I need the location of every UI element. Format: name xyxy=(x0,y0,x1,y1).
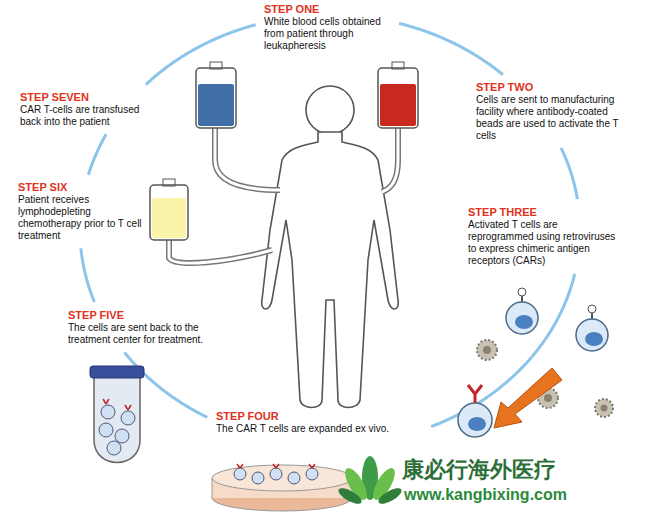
step-heading: STEP ONE xyxy=(264,3,392,16)
step-block: STEP SEVENCAR T-cells are transfused bac… xyxy=(18,90,160,129)
step-block: STEP FOURThe CAR T cells are expanded ex… xyxy=(214,409,426,436)
cycle-arc xyxy=(81,248,95,302)
step-heading: STEP FOUR xyxy=(216,410,424,423)
step-description: Activated T cells are reprogrammed using… xyxy=(468,219,620,266)
step-description: Cells are sent to manufacturing facility… xyxy=(476,94,624,141)
step-block: STEP THREEActivated T cells are reprogra… xyxy=(466,205,622,267)
step-description: Patient receives lymphodepleting chemoth… xyxy=(18,194,142,241)
step-heading: STEP FIVE xyxy=(68,309,214,322)
step-heading: STEP THREE xyxy=(468,206,620,219)
step-block: STEP FIVEThe cells are sent back to the … xyxy=(66,308,216,347)
blood-bag-yellow xyxy=(150,179,188,240)
watermark-url: www.kangbixing.com xyxy=(404,486,567,504)
step-heading: STEP TWO xyxy=(476,81,624,94)
step-block: STEP ONEWhite blood cells obtained from … xyxy=(262,2,394,53)
step-heading: STEP SEVEN xyxy=(20,91,158,104)
cycle-arc xyxy=(399,23,503,74)
watermark-name: 康必行海外医疗 xyxy=(402,455,556,485)
watermark-logo xyxy=(336,456,404,507)
step-heading: STEP SIX xyxy=(18,181,142,194)
human-silhouette xyxy=(262,86,399,408)
petri-dish xyxy=(212,464,352,511)
step-description: The CAR T cells are expanded ex vivo. xyxy=(216,423,424,435)
step-block: STEP TWOCells are sent to manufacturing … xyxy=(474,80,626,142)
cycle-arc xyxy=(561,148,577,199)
blood-bag-red xyxy=(378,62,418,128)
step-description: CAR T-cells are transfused back into the… xyxy=(20,104,158,128)
step-description: White blood cells obtained from patient … xyxy=(264,16,392,51)
step-block: STEP SIXPatient receives lymphodepleting… xyxy=(16,180,144,242)
blood-bag-blue xyxy=(196,62,236,128)
step-description: The cells are sent back to the treatment… xyxy=(68,322,214,346)
cycle-arc xyxy=(88,134,106,174)
orange-arrow xyxy=(494,368,562,428)
iv-tubes xyxy=(169,128,398,263)
test-tube xyxy=(90,366,144,463)
t-cells xyxy=(458,288,608,437)
